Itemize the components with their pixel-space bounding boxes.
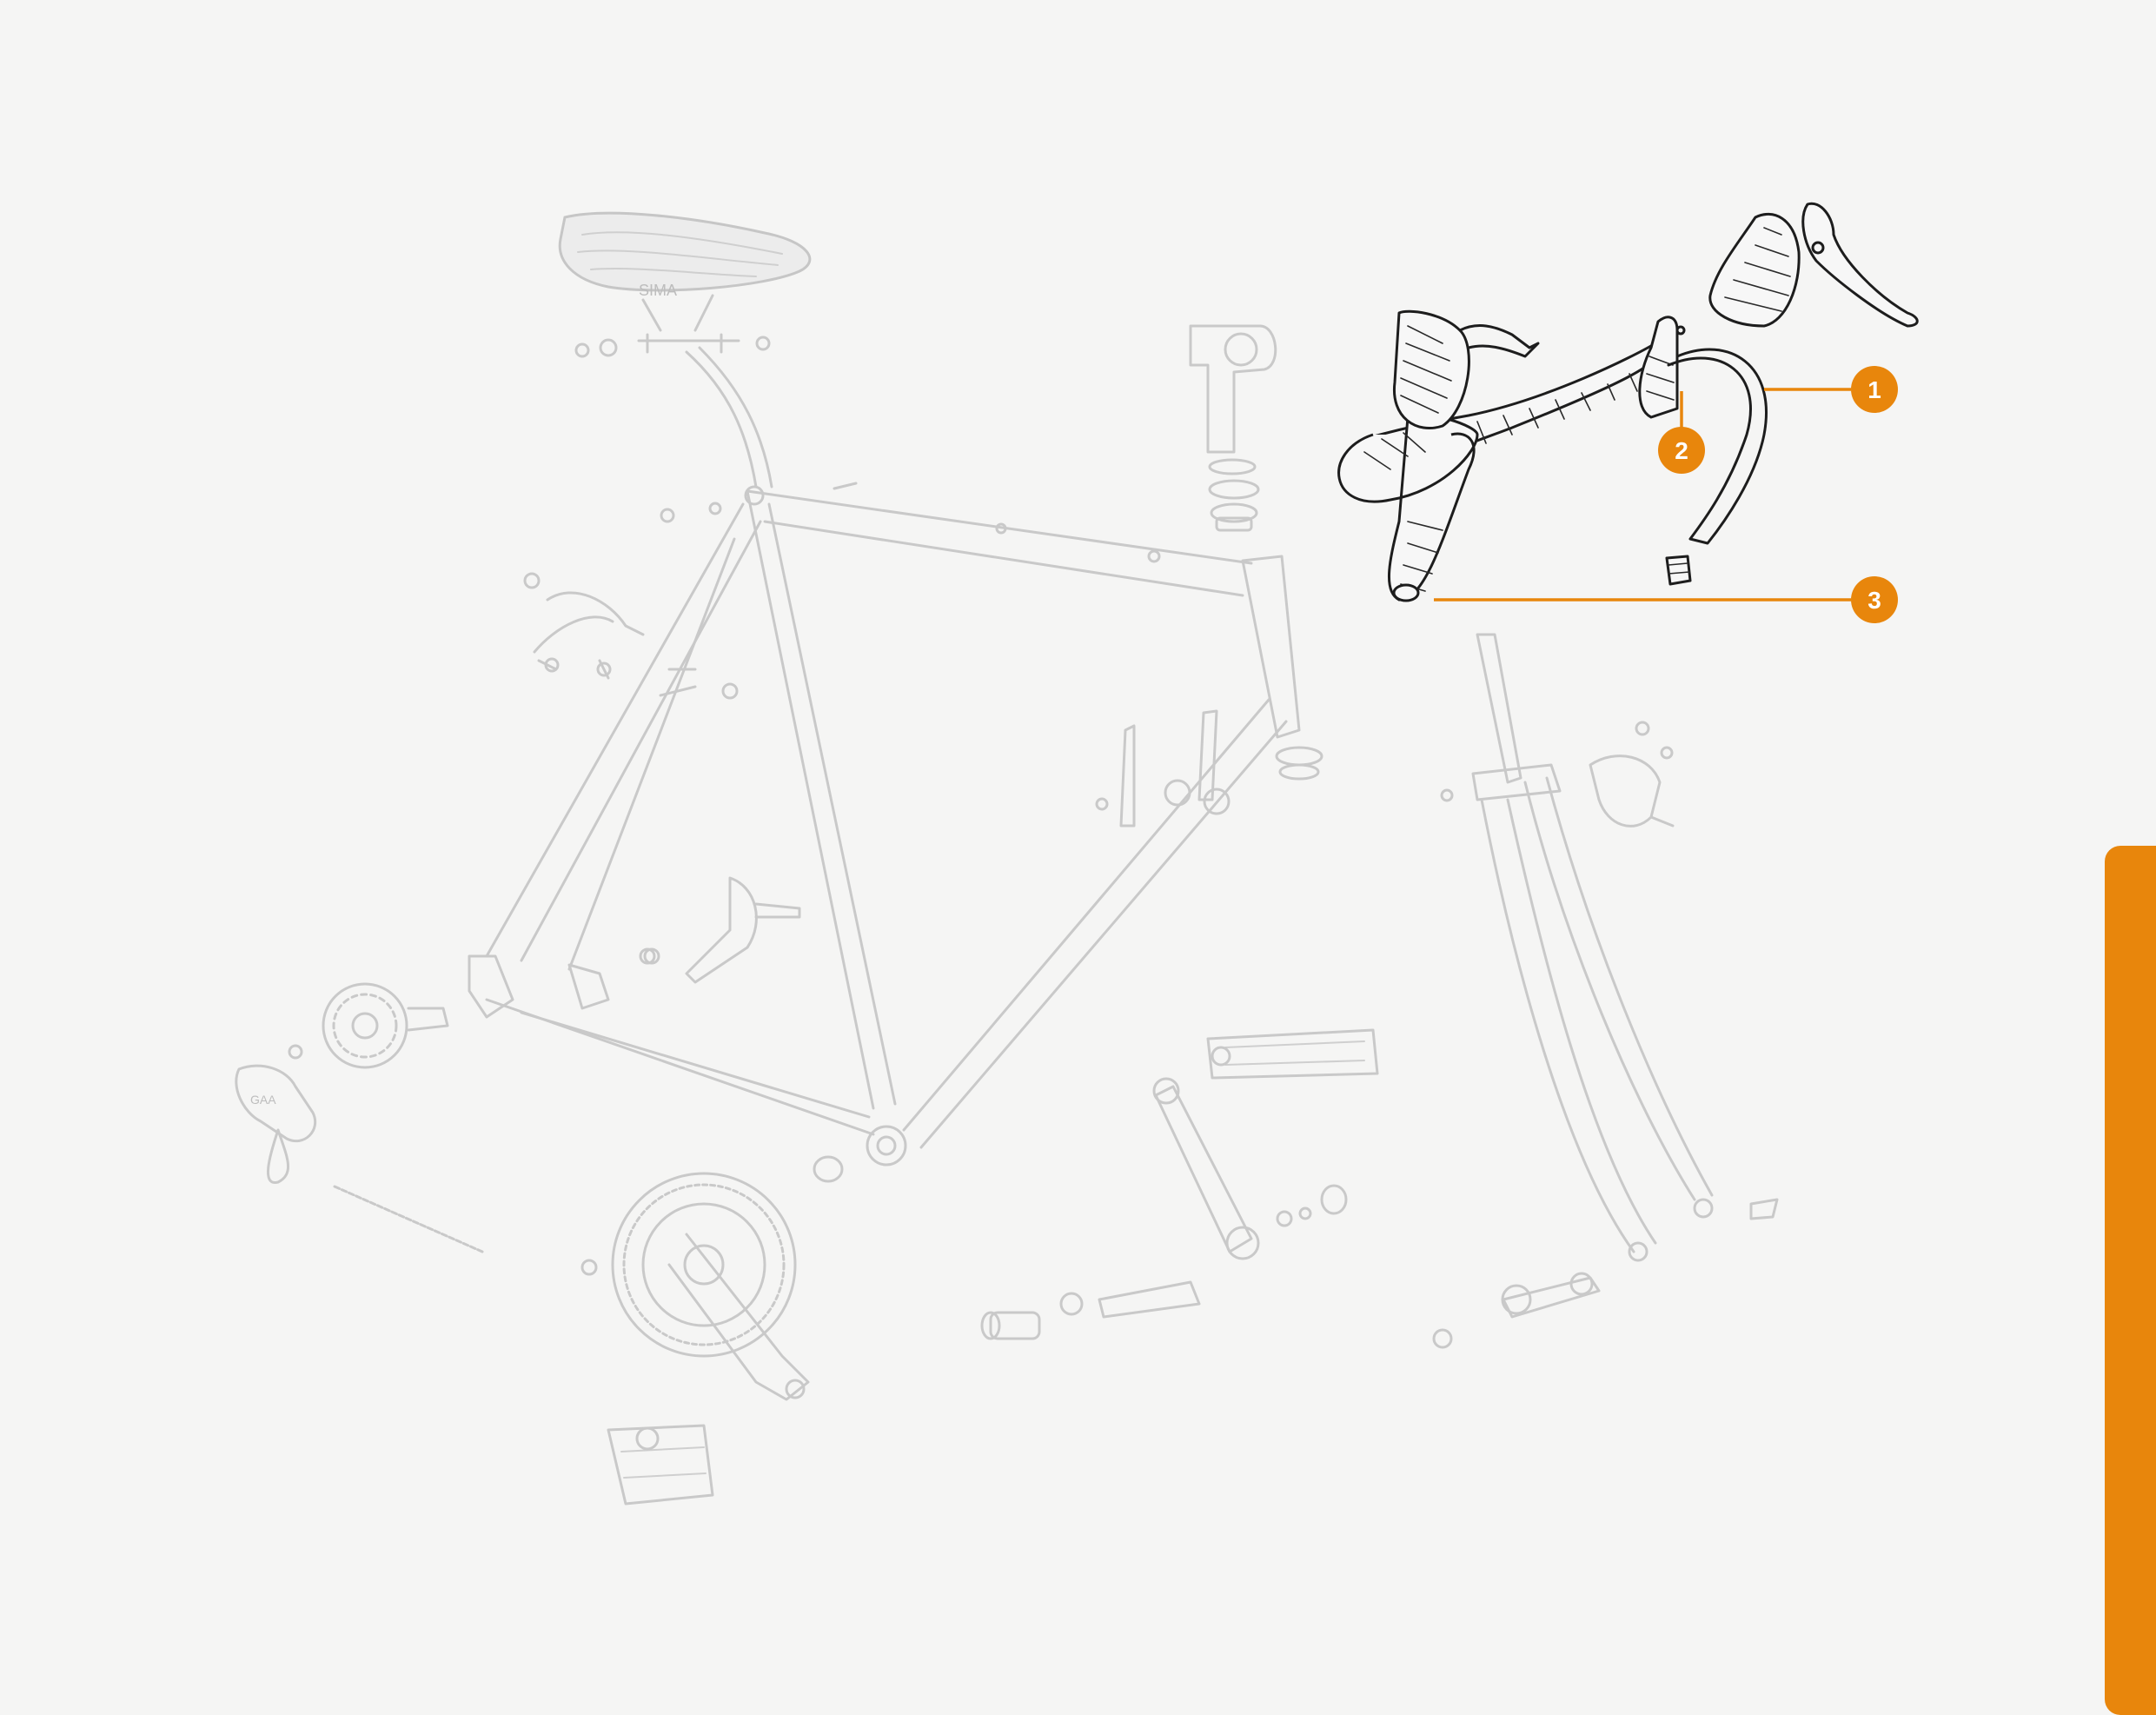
callout-marker-2: 2 <box>1658 427 1705 474</box>
rear-derailleur: GAA <box>235 1044 317 1184</box>
callout-number-1: 1 <box>1867 376 1881 403</box>
callout-number-2: 2 <box>1675 437 1688 464</box>
brake-hood-mounted <box>1392 309 1470 430</box>
derailleur-label: GAA <box>250 1093 276 1107</box>
handlebar-assembly <box>1337 202 1919 602</box>
shift-levers <box>1095 709 1231 828</box>
chapter-tab <box>2105 846 2156 1715</box>
rear-cassette <box>322 982 449 1069</box>
bar-end <box>1392 583 1420 602</box>
bicycle-frame <box>468 485 1301 1167</box>
lever-pivot <box>1811 241 1825 255</box>
front-brake-caliper <box>1589 721 1675 828</box>
ghosted-bicycle-parts: SIMA <box>235 211 1779 1506</box>
lever-bolt <box>1675 325 1686 336</box>
saddle-illustration: SIMA <box>558 211 812 332</box>
brake-hood-loose <box>1708 212 1801 328</box>
crank-arm-right <box>1152 1028 1379 1260</box>
rear-brake-caliper <box>523 572 645 680</box>
front-derailleur <box>643 876 801 984</box>
crankset <box>580 1172 810 1401</box>
handlebar-bare <box>1667 348 1768 545</box>
front-hub <box>1432 1198 1779 1349</box>
stem-illustration <box>1189 324 1277 532</box>
bar-end-plug <box>1665 555 1692 586</box>
brake-body-right <box>1638 316 1679 419</box>
callout-marker-1: 1 <box>1851 366 1898 413</box>
headset-cup <box>1275 746 1323 781</box>
front-fork <box>1440 633 1714 1262</box>
saddle-logo-text: SIMA <box>639 282 677 299</box>
handlebar-tape-hook <box>1337 413 1479 602</box>
brake-lever-loose <box>1801 202 1919 328</box>
seat-clamp-parts <box>574 333 771 358</box>
callout-number-3: 3 <box>1867 587 1881 614</box>
callouts: 1 2 3 <box>1434 366 1898 623</box>
callout-marker-3: 3 <box>1851 576 1898 623</box>
brake-lever-mounted <box>1458 324 1540 358</box>
seatpost <box>685 346 773 489</box>
bottom-bracket-parts <box>813 1155 1348 1340</box>
pedal-left <box>607 1424 714 1506</box>
tape-wrap-lines <box>1363 373 1638 592</box>
chain <box>333 1185 484 1253</box>
